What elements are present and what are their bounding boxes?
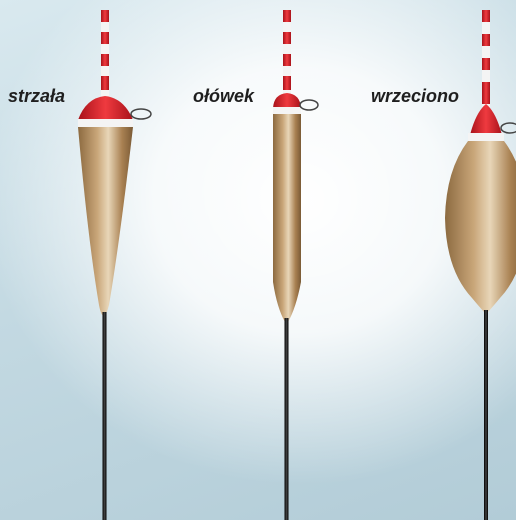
float-strzala bbox=[78, 10, 151, 520]
stem bbox=[484, 310, 488, 520]
float-body bbox=[445, 141, 516, 314]
eyelet bbox=[131, 109, 151, 119]
float-olowek bbox=[273, 10, 318, 520]
red-cap bbox=[470, 104, 502, 135]
eyelet bbox=[300, 100, 318, 110]
red-cap bbox=[78, 96, 133, 120]
float-body bbox=[273, 114, 301, 324]
float-body bbox=[78, 127, 133, 316]
eyelet bbox=[501, 123, 516, 133]
stem bbox=[285, 318, 289, 520]
red-cap bbox=[273, 93, 301, 108]
float-wrzeciono bbox=[445, 10, 516, 520]
stem bbox=[103, 312, 107, 520]
